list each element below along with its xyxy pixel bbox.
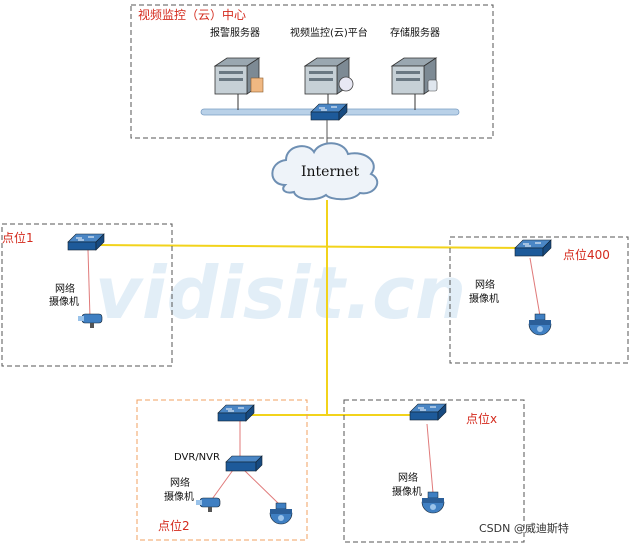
- site2-box: [136, 399, 308, 541]
- sitex-link: [426, 423, 434, 494]
- server-label-alarm: 报警服务器: [210, 26, 260, 39]
- watermark: vidisit.cn: [95, 251, 466, 335]
- switch-icon: [409, 403, 447, 421]
- server-label-platform: 视频监控(云)平台: [290, 26, 368, 39]
- site1-camera-label-2: 摄像机: [49, 295, 79, 308]
- site400-link: [529, 257, 541, 317]
- server-icon: [213, 57, 264, 95]
- site400-box: [449, 236, 629, 364]
- cloud-icon: [271, 142, 379, 201]
- switch-icon: [514, 239, 552, 257]
- dvr-icon: [225, 455, 263, 472]
- site2-camera-label-2: 摄像机: [164, 490, 194, 503]
- switch-icon: [217, 404, 255, 422]
- site1-camera-label-1: 网络: [55, 282, 75, 295]
- sitex-camera-label-1: 网络: [398, 471, 418, 484]
- server-label-storage: 存储服务器: [390, 26, 440, 39]
- site400-camera-label-1: 网络: [475, 278, 495, 291]
- internet-label: Internet: [301, 164, 359, 180]
- site1-title: 点位1: [2, 230, 34, 245]
- site1-link: [87, 249, 91, 319]
- switch-icon: [310, 103, 348, 121]
- site400-title: 点位400: [563, 247, 610, 262]
- bullet-camera-icon: [78, 313, 103, 328]
- sitex-box: [343, 399, 525, 543]
- center-box: [130, 4, 494, 139]
- site1-box: [1, 223, 173, 367]
- server-icon: [303, 57, 354, 95]
- sitex-title: 点位x: [466, 411, 497, 426]
- backbone-links: [99, 200, 529, 416]
- site2-title: 点位2: [158, 518, 190, 533]
- center-title: 视频监控（云）中心: [138, 7, 246, 22]
- credit-text: CSDN @威迪斯特: [479, 521, 569, 535]
- bullet-camera-icon: [196, 497, 221, 512]
- site2-links: [209, 420, 281, 506]
- sitex-camera-label-2: 摄像机: [392, 485, 422, 498]
- switch-icon: [67, 233, 105, 251]
- dome-camera-icon: [421, 491, 445, 514]
- server-icon: [390, 57, 438, 95]
- dome-camera-icon: [528, 313, 552, 336]
- site2-dvr-label: DVR/NVR: [174, 452, 220, 463]
- site400-camera-label-2: 摄像机: [469, 292, 499, 305]
- dome-camera-icon: [269, 502, 293, 525]
- site2-camera-label-1: 网络: [170, 476, 190, 489]
